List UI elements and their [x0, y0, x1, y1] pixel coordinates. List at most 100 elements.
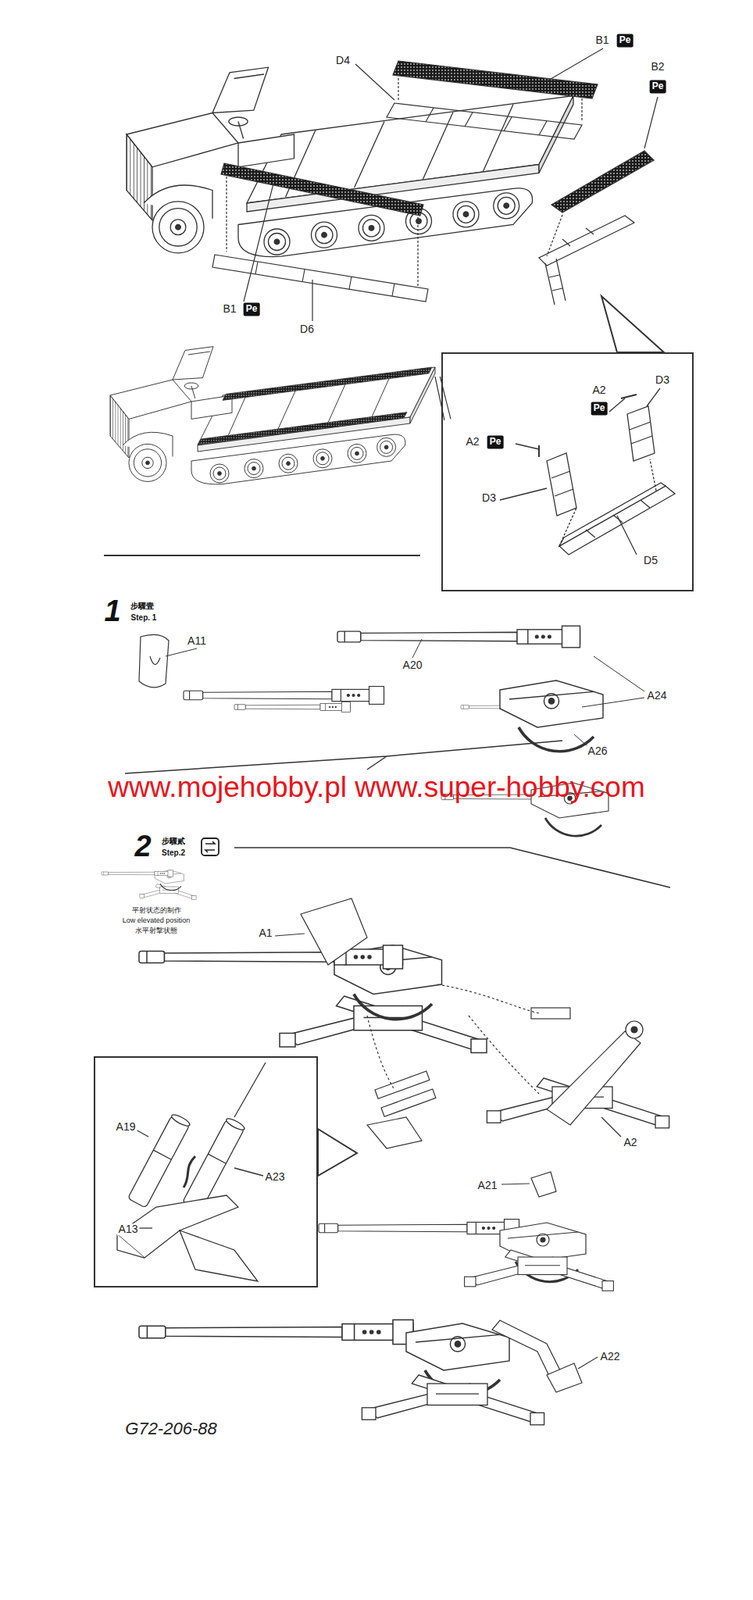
- line-art: [435, 376, 445, 421]
- line-art: [165, 648, 197, 657]
- part-number: A2: [590, 384, 607, 397]
- line-art: [581, 98, 582, 122]
- part-number: B1: [593, 34, 611, 47]
- line-art: [546, 214, 563, 257]
- halftrack-truck: [110, 346, 451, 485]
- part-number: D6: [298, 323, 316, 336]
- line-art: [417, 217, 418, 286]
- line-art: [559, 482, 666, 547]
- line-art: [234, 1167, 264, 1176]
- part-number: B2: [649, 60, 666, 73]
- part-number: D4: [334, 54, 352, 67]
- separator-line: [103, 554, 421, 557]
- line-art: [183, 686, 385, 705]
- line-art: [515, 443, 539, 450]
- part-number: A2: [621, 1136, 639, 1149]
- line-art: [212, 254, 429, 302]
- photo-etch-tag: Pe: [591, 401, 608, 415]
- photo-etch-tag: Pe: [243, 302, 261, 316]
- watermark: www.mojehobby.pl www.super-hobby.com: [106, 771, 647, 804]
- line-art: [468, 1015, 539, 1094]
- part-number: A23: [264, 1170, 287, 1183]
- option-note: Low elevated position: [121, 917, 193, 925]
- line-art: [349, 276, 352, 290]
- sheet-code: G72-206-88: [123, 1419, 218, 1439]
- line-art: [631, 435, 653, 444]
- line-art: [581, 697, 645, 707]
- line-art: [554, 488, 574, 497]
- option-note: 平射状态的制作: [130, 906, 183, 915]
- line-art: [117, 1234, 145, 1258]
- line-art: [627, 406, 655, 461]
- line-art: [367, 756, 387, 770]
- line-art: [392, 283, 395, 297]
- line-art: [101, 870, 197, 900]
- step-heading: 步驟壹: [128, 601, 156, 611]
- line-art: [556, 258, 566, 301]
- part-number: B1: [221, 303, 238, 315]
- line-art: [620, 394, 637, 399]
- line-art: [234, 847, 671, 888]
- line-art: [179, 1230, 258, 1282]
- line-art: [274, 933, 305, 936]
- line-art: [601, 1117, 621, 1137]
- halftrack-truck: [126, 67, 574, 257]
- line-art: [367, 1015, 395, 1090]
- line-art: [361, 1374, 544, 1425]
- line-art: [197, 412, 407, 446]
- line-art: [139, 945, 487, 1053]
- line-art: [170, 1112, 192, 1128]
- line-art: [492, 1320, 563, 1379]
- line-art: [243, 183, 274, 302]
- line-art: [300, 898, 368, 965]
- line-art: [437, 984, 539, 1014]
- line-art: [562, 239, 571, 247]
- part-number: A22: [599, 1350, 622, 1363]
- line-art: [613, 514, 623, 523]
- line-art: [574, 734, 588, 746]
- line-art: [617, 515, 637, 555]
- line-art: [221, 163, 424, 216]
- line-art: [386, 103, 582, 140]
- option-note: 水平射撃状態: [133, 927, 179, 936]
- line-art: [559, 485, 675, 555]
- photo-etch-tag: Pe: [617, 33, 634, 47]
- part-number: A11: [185, 635, 208, 647]
- part-number: D5: [642, 554, 660, 567]
- part-number: A1: [256, 927, 274, 939]
- line-art: [311, 279, 313, 322]
- line-art: [585, 529, 596, 538]
- part-number: D3: [653, 374, 671, 386]
- line-art: [499, 488, 547, 500]
- mesh-plates: [212, 48, 658, 322]
- line-art: [205, 841, 215, 853]
- line-art: [585, 228, 594, 235]
- line-art: [337, 625, 581, 648]
- line-art: [318, 1219, 520, 1238]
- line-art: [545, 263, 555, 305]
- step2-parts: [139, 898, 670, 1425]
- callout-pointer: [317, 1128, 357, 1176]
- line-art: [503, 117, 512, 132]
- line-art: [126, 67, 574, 257]
- part-number: A2: [463, 435, 481, 448]
- line-art: [546, 1031, 641, 1125]
- line-art: [609, 398, 625, 412]
- step2-header: [101, 838, 671, 900]
- step-number: 2: [132, 830, 153, 864]
- line-art: [464, 1249, 614, 1291]
- photo-etch-tag: Pe: [649, 79, 667, 93]
- part-number: D3: [480, 492, 498, 504]
- part-number: A20: [401, 659, 425, 671]
- line-art: [593, 656, 645, 692]
- line-art: [139, 1319, 414, 1344]
- step-heading: Step.2: [160, 848, 187, 857]
- line-art: [224, 1116, 247, 1132]
- line-art: [631, 1026, 638, 1033]
- line-art: [392, 60, 598, 99]
- line-art: [551, 150, 654, 213]
- line-art: [646, 388, 661, 407]
- line-art: [222, 367, 432, 400]
